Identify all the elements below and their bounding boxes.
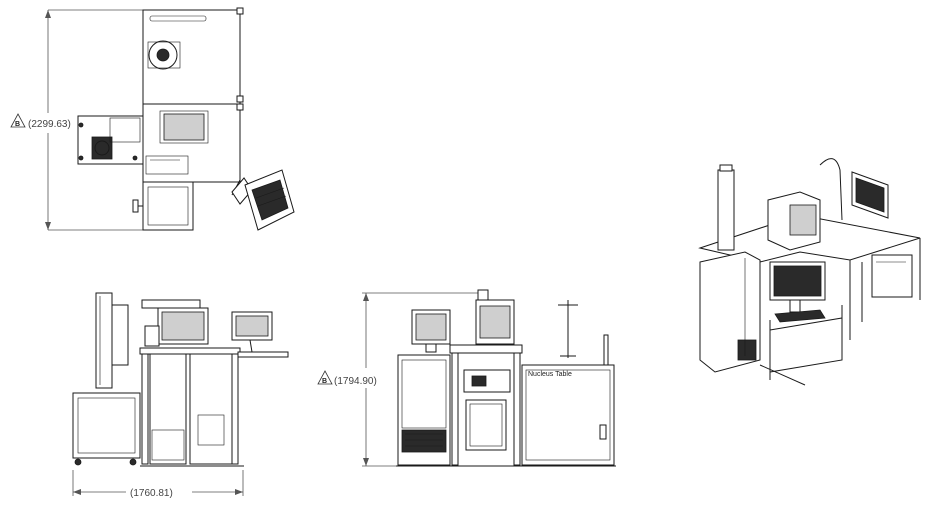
svg-text:B: B xyxy=(15,121,20,128)
top-view: B (2299.63) xyxy=(10,7,295,231)
front-view: B (1794.90) Nucleus Table xyxy=(317,289,616,467)
datum-b-tag xyxy=(317,370,333,385)
top-height-dimension: B (2299.63) xyxy=(10,9,145,231)
front-height-dimension: B (1794.90) xyxy=(317,292,485,467)
isometric-view xyxy=(698,158,921,386)
side-width-value: (1760.81) xyxy=(130,488,173,499)
side-view: (1760.81) xyxy=(72,292,289,499)
svg-text:B: B xyxy=(322,378,327,385)
brand-label: Nucleus Table xyxy=(528,371,572,378)
front-height-value: (1794.90) xyxy=(334,376,377,387)
side-width-dimension: (1760.81) xyxy=(72,470,244,499)
datum-b-tag xyxy=(10,113,26,128)
top-height-value: (2299.63) xyxy=(28,119,71,130)
